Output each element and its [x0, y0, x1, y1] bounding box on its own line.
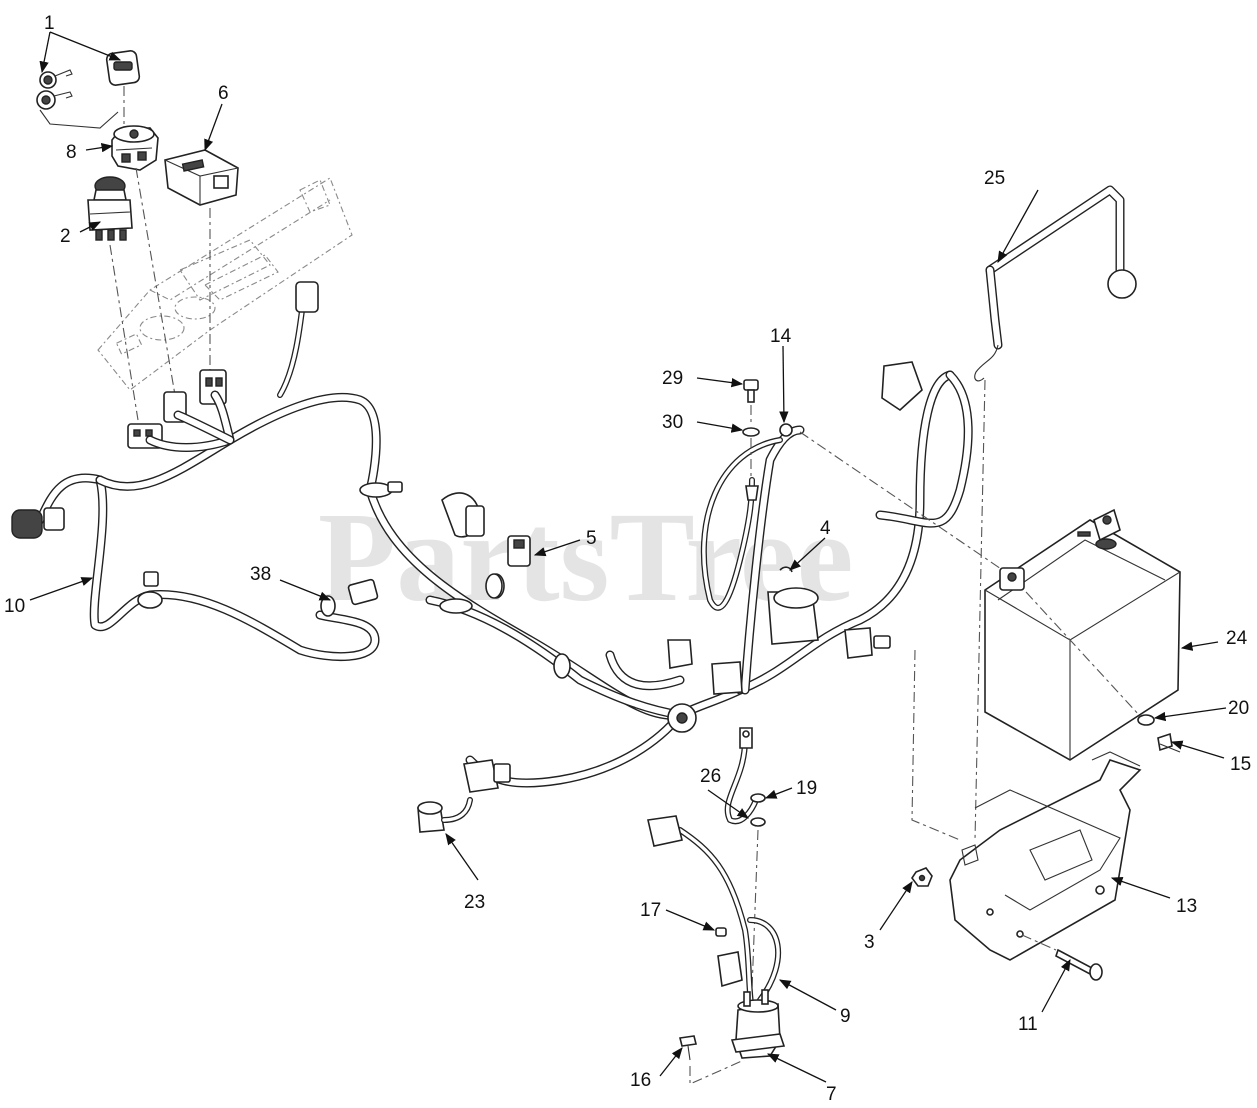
callout-25: 25: [984, 168, 1005, 189]
callout-8: 8: [66, 142, 77, 163]
callout-19: 19: [796, 778, 817, 799]
callout-38: 38: [250, 564, 271, 585]
callout-6: 6: [218, 83, 229, 104]
callout-3: 3: [864, 932, 875, 953]
tray-fasteners: [911, 867, 1103, 981]
main-wire-harness: [35, 370, 973, 788]
ignition-switch: [111, 125, 159, 171]
battery-tray: [911, 649, 1142, 961]
dash-panel-outline: [97, 177, 353, 391]
solenoid-assembly: [647, 727, 786, 1085]
callout-17: 17: [640, 900, 661, 921]
callout-13: 13: [1176, 896, 1197, 917]
leader-lines: [29, 31, 1227, 1083]
callout-23: 23: [464, 892, 485, 913]
dash-assembly-lines: [109, 86, 211, 421]
ground-hardware: [742, 379, 1011, 576]
callout-24: 24: [1226, 628, 1248, 649]
callout-26: 26: [700, 766, 721, 787]
callout-29: 29: [662, 368, 683, 389]
callout-7: 7: [826, 1084, 837, 1105]
callout-5: 5: [586, 528, 597, 549]
hour-meter: [164, 149, 239, 206]
harness-connectors: [11, 361, 923, 833]
callout-30: 30: [662, 412, 683, 433]
callout-15: 15: [1230, 754, 1251, 775]
callout-labels: 1 6 8 2 25 14 29 30 4 5 38 10 24 20 15 2…: [4, 13, 1251, 1105]
callout-1: 1: [44, 13, 55, 34]
callout-9: 9: [840, 1006, 851, 1027]
harness-clamps: [137, 482, 697, 733]
ground-loop-cable: [700, 437, 783, 611]
callout-11: 11: [1018, 1014, 1038, 1035]
callout-2: 2: [60, 226, 71, 247]
key-set: [36, 50, 141, 129]
pto-switch: [87, 176, 133, 241]
battery-hold-down-rod: [974, 185, 1137, 841]
battery: [984, 508, 1181, 761]
callout-14: 14: [770, 326, 792, 347]
callout-20: 20: [1228, 698, 1249, 719]
callout-10: 10: [4, 596, 25, 617]
callout-4: 4: [820, 518, 831, 539]
callout-16: 16: [630, 1070, 651, 1091]
